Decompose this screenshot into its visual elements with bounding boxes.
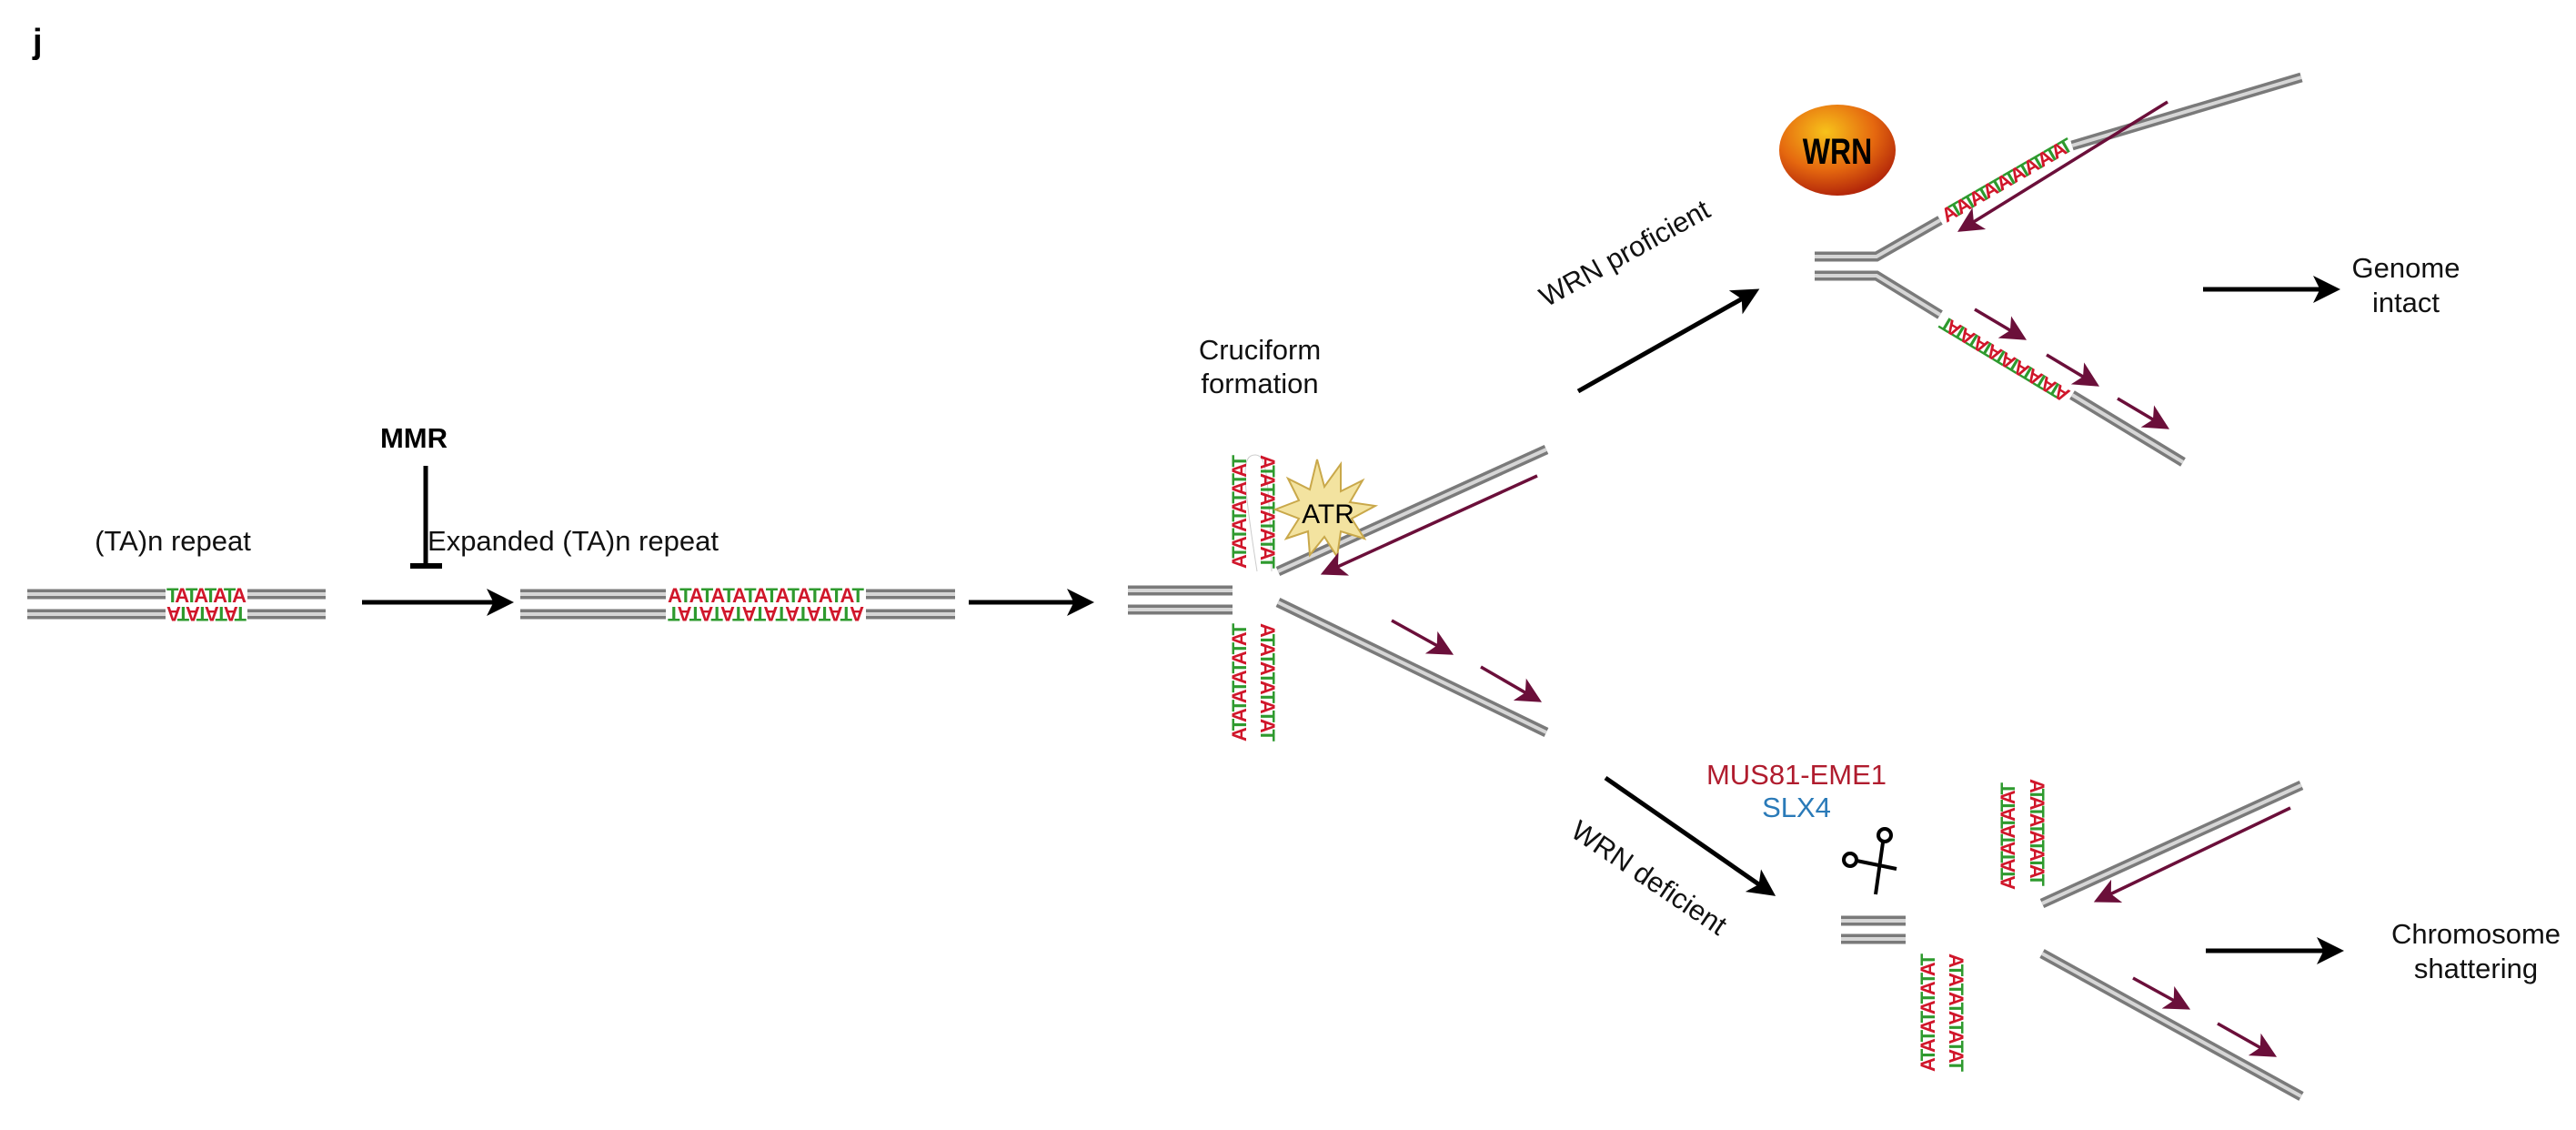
wrn-protein-label: WRN [1803,131,1872,172]
replication-arrow-icon [2132,976,2191,1010]
chromosome-shattering-line2: shattering [2414,953,2538,984]
cleaved-cruciform: ATATATATATAT ATATATATATAT ATATATATATAT A… [1841,779,2304,1101]
wrn-proficient-label: WRN proficient [1534,193,1716,313]
chromosome-shattering-line1: Chromosome [2391,918,2561,950]
cleaved-upper-hairpin-left: ATATATATATAT [1997,782,2019,890]
cruciform-upper-hairpin-right: ATATATATATAT [1256,455,1279,570]
replication-arrow-icon [2117,397,2170,429]
mmr-label: MMR [380,422,448,454]
arrow-deficient-icon [1604,775,1776,896]
cruciform-label-line2: formation [1201,368,1318,399]
replication-arrow-icon [1974,308,2028,340]
cruciform-structure: Cruciform formation ATATATATATAT ATATATA… [1128,334,1549,742]
cruciform-upper-hairpin-left: ATATATATATAT [1228,454,1251,569]
replication-arrow-icon [2046,353,2100,387]
resolved-fork: ATATATATATATATATAT ATATATATATATATATAT [1815,72,2303,467]
fork-lower-sequence: ATATATATATATATATAT [1935,311,2073,407]
ta-repeat-top-sequence: TATATATA [166,584,247,607]
wrn-protein-icon [1779,105,1896,196]
expanded-repeat-dna: Expanded (TA)n repeat ATATATATATATATATAT… [428,525,955,625]
cleaved-lower-hairpin-right: ATATATATATAT [1945,953,1967,1073]
expanded-repeat-label: Expanded (TA)n repeat [428,525,719,557]
replication-arrow-icon [1957,100,2168,232]
genome-intact-line2: intact [2372,287,2440,318]
scissors-icon [1842,827,1897,895]
wrn-deficient-label: WRN deficient [1565,814,1733,942]
fork-upper-sequence: ATATATATATATATATAT [1937,133,2077,227]
atr-label: ATR [1302,499,1354,530]
ta-repeat-bottom-sequence: TATATATA [166,602,247,625]
expanded-bottom-sequence: ATATATATATATATATAT [667,602,864,625]
cleaved-upper-hairpin-right: ATATATATATAT [2026,779,2048,887]
cruciform-lower-hairpin-right: ATATATATATAT [1256,623,1279,742]
arrow-proficient-icon [1576,288,1760,394]
cruciform-label-line1: Cruciform [1199,334,1321,366]
ta-repeat-dna: (TA)n repeat TATATATA TATATATA [27,525,326,625]
mus81-eme1-label: MUS81-EME1 [1706,759,1887,791]
mmr-inhibition-bar-icon [410,466,442,569]
panel-label: j [32,23,43,61]
replication-arrow-icon [1320,474,1538,576]
replication-arrow-icon [2093,806,2291,903]
cleaved-lower-hairpin-left: ATATATATATAT [1917,953,1939,1072]
ta-repeat-label: (TA)n repeat [95,525,251,557]
genome-intact-line1: Genome [2352,252,2460,284]
cruciform-lower-hairpin-left: ATATATATATAT [1228,622,1251,742]
expanded-top-sequence: ATATATATATATATATAT [668,584,865,607]
slx4-label: SLX4 [1762,792,1831,823]
replication-arrow-icon [1480,665,1543,702]
replication-arrow-icon [2217,1022,2278,1057]
replication-arrow-icon [1391,619,1454,655]
